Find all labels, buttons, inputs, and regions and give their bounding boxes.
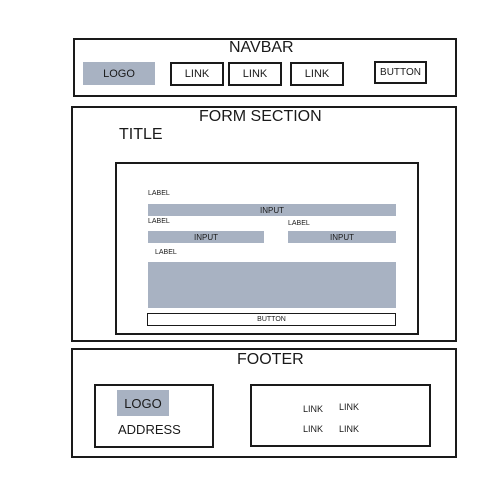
footer-links-box	[250, 384, 431, 447]
label-1: LABEL	[148, 190, 170, 197]
footer-title: FOOTER	[237, 351, 304, 368]
form-button-label: BUTTON	[257, 316, 286, 323]
navbar-link-1-label: LINK	[184, 68, 210, 80]
footer-logo-label: LOGO	[124, 395, 162, 411]
footer-address: ADDRESS	[118, 422, 181, 437]
navbar-title: NAVBAR	[229, 39, 294, 56]
navbar-link-2[interactable]: LINK	[228, 62, 282, 86]
input-2-label: INPUT	[194, 232, 218, 242]
navbar-button-label: BUTTON	[380, 67, 421, 78]
input-1[interactable]: INPUT	[148, 204, 396, 216]
footer-link-4[interactable]: LINK	[339, 424, 360, 434]
input-3-label: INPUT	[330, 232, 354, 242]
textarea-input[interactable]	[148, 262, 396, 308]
input-2[interactable]: INPUT	[148, 231, 264, 243]
footer-logo[interactable]: LOGO	[117, 390, 169, 416]
footer-link-3[interactable]: LINK	[303, 424, 324, 434]
label-2: LABEL	[148, 218, 170, 225]
footer-brand-box	[94, 384, 214, 448]
navbar-logo[interactable]: LOGO	[83, 62, 155, 85]
footer-link-2[interactable]: LINK	[339, 402, 360, 412]
navbar-button[interactable]: BUTTON	[374, 61, 427, 84]
input-1-label: INPUT	[260, 205, 284, 215]
input-3[interactable]: INPUT	[288, 231, 396, 243]
navbar-link-1[interactable]: LINK	[170, 62, 224, 86]
form-section-title: FORM SECTION	[199, 108, 322, 125]
navbar-logo-label: LOGO	[103, 67, 135, 80]
label-4: LABEL	[155, 249, 177, 256]
navbar-link-3[interactable]: LINK	[290, 62, 344, 86]
navbar-link-2-label: LINK	[242, 68, 268, 80]
form-title: TITLE	[119, 126, 163, 143]
label-3: LABEL	[288, 220, 310, 227]
footer-link-1[interactable]: LINK	[303, 404, 324, 414]
navbar-link-3-label: LINK	[304, 68, 330, 80]
form-button[interactable]: BUTTON	[147, 313, 396, 326]
